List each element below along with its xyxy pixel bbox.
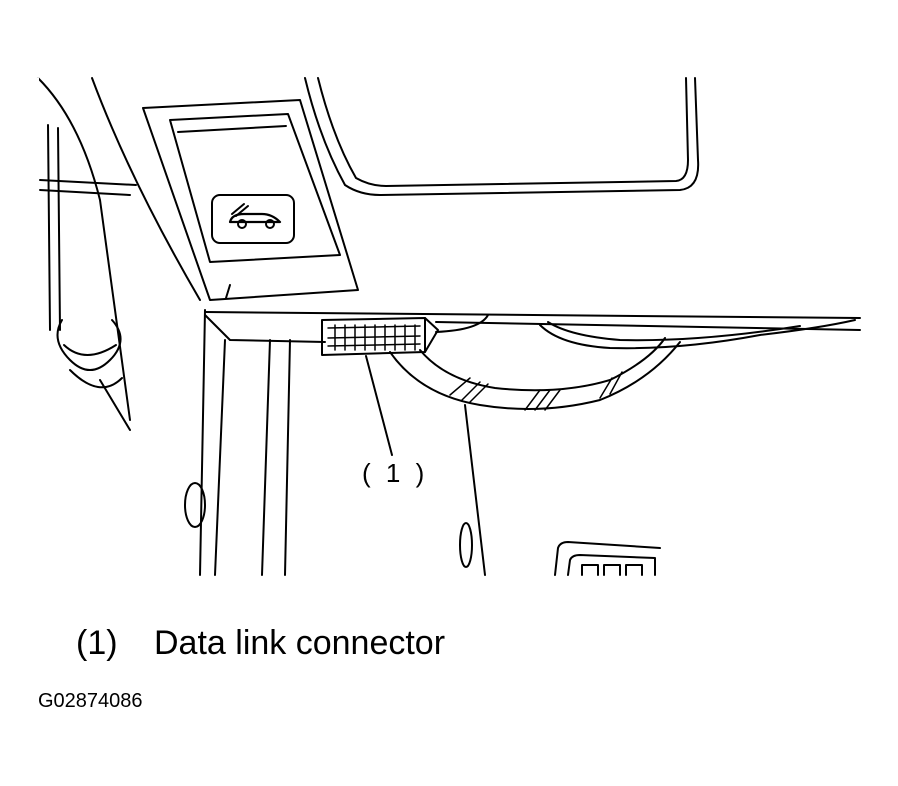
upper-dash-panel bbox=[304, 77, 700, 196]
callout-leader-line bbox=[365, 355, 393, 456]
a-pillar bbox=[37, 77, 201, 431]
figure-id: G02874086 bbox=[38, 690, 143, 712]
dashboard-illustration bbox=[37, 77, 861, 577]
door-panel bbox=[184, 309, 291, 576]
callout-number-label: ( 1 ) bbox=[362, 458, 429, 488]
dash-lower-edge bbox=[204, 311, 861, 343]
center-console bbox=[459, 404, 661, 576]
wiring-harness bbox=[389, 319, 856, 411]
legend-item-text: Data link connector bbox=[154, 624, 446, 662]
data-link-connector-icon[interactable] bbox=[321, 317, 439, 356]
legend-item-number: (1) bbox=[76, 624, 118, 662]
car-hood-release-icon[interactable] bbox=[228, 203, 282, 229]
legend-item: (1) Data link connector bbox=[76, 624, 445, 663]
hood-release-bezel bbox=[142, 99, 359, 301]
